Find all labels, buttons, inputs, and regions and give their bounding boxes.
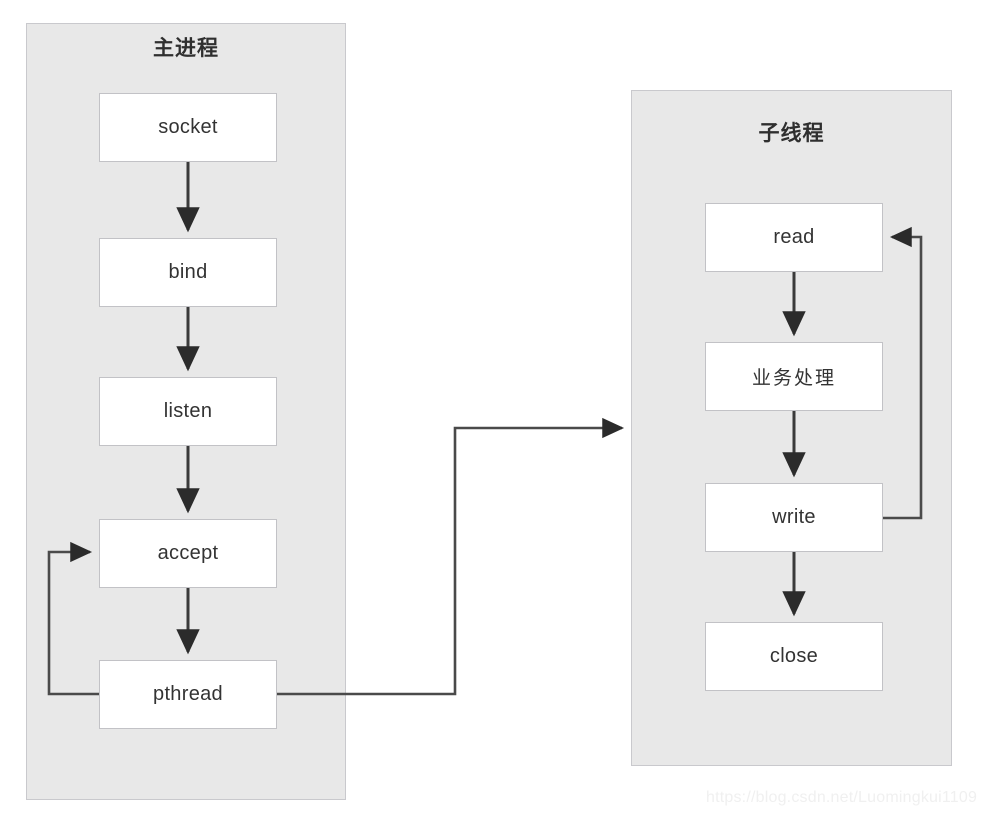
node-read-label: read — [773, 226, 815, 248]
node-close[interactable]: close — [705, 622, 883, 691]
node-bind-label: bind — [168, 261, 208, 283]
node-business-handle[interactable]: 业务处理 — [705, 342, 883, 411]
node-business-handle-label: 业务处理 — [751, 368, 836, 389]
node-listen[interactable]: listen — [99, 377, 277, 446]
node-accept[interactable]: accept — [99, 519, 277, 588]
node-write[interactable]: write — [705, 483, 883, 552]
watermark-text: https://blog.csdn.net/Luomingkui1109 — [706, 789, 978, 806]
node-read[interactable]: read — [705, 203, 883, 272]
panel-child-thread-title: 子线程 — [758, 122, 825, 145]
node-accept-label: accept — [157, 542, 219, 564]
node-close-label: close — [769, 645, 819, 667]
node-write-label: write — [772, 506, 816, 528]
node-pthread-label: pthread — [153, 683, 223, 705]
node-listen-label: listen — [163, 400, 213, 422]
node-bind[interactable]: bind — [99, 238, 277, 307]
panel-main-process-title: 主进程 — [153, 37, 219, 60]
node-pthread[interactable]: pthread — [99, 660, 277, 729]
node-socket[interactable]: socket — [99, 93, 277, 162]
node-socket-label: socket — [158, 116, 218, 138]
